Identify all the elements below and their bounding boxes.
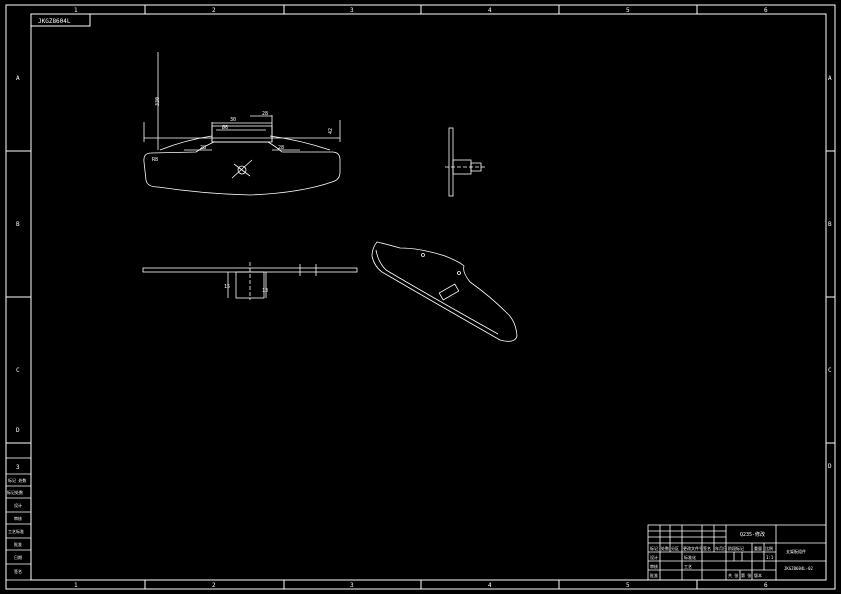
title-stage-label-1: 重量 [754,545,762,551]
zone-bottom-2: 2 [212,582,216,589]
left-panel [5,457,32,581]
row-right-d: D [828,463,832,470]
side-view [445,127,485,197]
title-sheet-info-1: 第 张 [741,572,751,578]
left-panel-label-3: 设计 [14,502,22,508]
center-hole [237,165,247,175]
dim-28-top: 28 [262,111,268,117]
title-row-label-1: 处数 [661,545,669,551]
title-name: 支架板组件 [786,548,806,554]
zone-top-6: 6 [764,7,768,14]
zone-top-1: 1 [74,7,78,14]
boss-rect [211,125,273,143]
dim-42: 42 [328,128,334,134]
iso-hole-b [457,271,461,275]
left-panel-label-0: 3 [16,464,20,471]
iso-hole-a [421,253,425,257]
title-row-label-4: 签名 [703,545,711,551]
dim-330: 330 [155,97,161,106]
zone-top-2: 2 [212,7,216,14]
side-boss [452,159,472,175]
zone-top-5: 5 [626,7,630,14]
front-view-dims: 30 28 Ø6 28 28 42 330 R8 [152,97,334,163]
title-design-label-3: 工艺 [684,564,692,569]
zone-bottom-6: 6 [764,582,768,589]
title-row-label-2: 分区 [671,545,679,551]
row-left-d: D [16,427,20,434]
left-panel-label-5: 工艺标准 [8,528,24,534]
side-plate [448,127,454,197]
section-view [142,262,358,300]
title-sheet-info-0: 共 张 [728,572,738,578]
left-panel-label-8: 签名 [14,568,22,574]
zone-bottom-3: 3 [350,582,354,589]
row-right-c: C [828,367,832,374]
zone-top-4: 4 [488,7,492,14]
title-block [647,524,827,581]
title-material: Q235-修改 [740,531,765,538]
zone-labels-top: 1 2 3 4 5 6 [74,7,768,14]
iso-outline [371,241,518,342]
zone-bottom-5: 5 [626,582,630,589]
section-dim-15: 15 [224,284,230,290]
left-panel-label-4: 审核 [14,515,22,521]
row-right-a: A [828,75,832,82]
row-left-b: B [16,221,20,228]
zone-top-3: 3 [350,7,354,14]
center-mark-b [233,163,251,177]
row-labels-right: A B C D [828,75,832,470]
front-view-outline [143,141,341,196]
title-design-label-0: 设计 [650,554,658,560]
row-right-b: B [828,221,832,228]
title-design-label-4: 批准 [650,572,658,578]
left-panel-label-6: 批准 [14,541,22,547]
section-view-dims: 15 13 [224,284,268,294]
title-code: JKGZ8604L-02 [784,566,813,571]
left-panel-label-1: 标记 处数 [8,477,26,483]
left-panel-label-7: 日期 [14,554,22,560]
title-row-label-5: 年月日 [715,545,727,551]
inner-border [30,13,827,581]
drawing-number-box [30,13,91,27]
dim-phi6: Ø6 [222,124,228,131]
iso-view [371,241,518,342]
hole-callout-r8: R8 [152,157,158,163]
zone-ticks [6,5,835,589]
title-block-text: Q235-修改 标记 处数 分区 更改文件号 签名 年月日 设计 标准化 审核 … [650,531,813,578]
dim-28-left: 28 [200,145,206,151]
leader-left [159,135,213,151]
row-left-a: A [16,75,20,82]
drawing-number: JKGZ8604L [38,18,71,25]
title-stage-label-0: 阶段标记 [728,545,744,551]
zone-bottom-4: 4 [488,582,492,589]
title-row-label-3: 更改文件号 [683,545,703,551]
zone-bottom-1: 1 [74,582,78,589]
leader-right [269,135,331,151]
front-view [143,52,341,196]
row-left-c: C [16,367,20,374]
left-panel-label-2: 标记处数 [7,489,23,495]
left-panel-labels: 3 标记 处数 标记处数 设计 审核 工艺标准 批准 日期 签名 [7,464,26,574]
iso-inner-edge [375,249,499,335]
title-row-label-0: 标记 [650,545,658,551]
title-stage-label-2: 比例 [765,545,773,551]
iso-boss [438,283,460,301]
dim-30: 30 [230,117,236,123]
title-scale: 1:1 [766,555,774,560]
title-sheet-info-2: 版本 [754,572,762,578]
title-design-label-2: 审核 [650,563,658,569]
zone-labels-bottom: 1 2 3 4 5 6 [74,582,768,589]
row-labels-left: A B C D [16,75,20,434]
title-design-label-1: 标准化 [684,554,696,560]
outer-border [5,4,836,590]
dim-28-right: 28 [278,145,284,151]
section-dim-13: 13 [262,288,268,294]
center-mark-a [231,159,253,179]
